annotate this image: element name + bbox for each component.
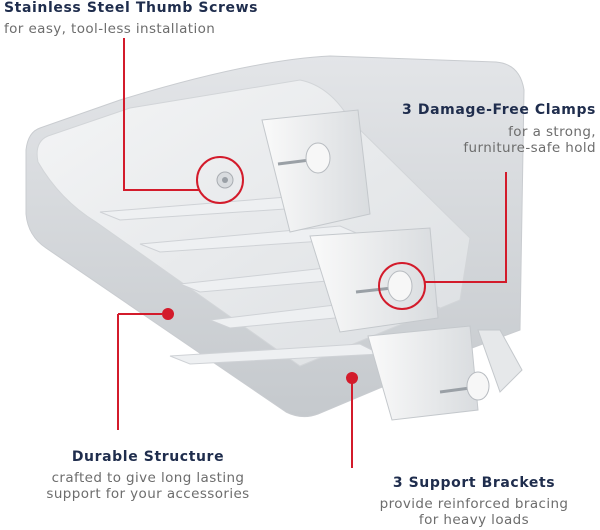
callout-title: 3 Support Brackets <box>392 475 556 491</box>
thumb-screw <box>216 171 234 189</box>
callout-structure: Durable Structure crafted to give long l… <box>18 449 278 503</box>
callout-title: Stainless Steel Thumb Screws <box>4 0 259 16</box>
callout-description-line1: crafted to give long lasting <box>51 469 245 486</box>
callout-thumb-screws: Stainless Steel Thumb Screws for easy, t… <box>4 0 304 37</box>
callout-description-line2: support for your accessories <box>46 486 250 503</box>
callout-lines <box>117 38 507 468</box>
callout-description: for easy, tool-less installation <box>4 20 216 37</box>
callout-brackets: 3 Support Brackets provide reinforced br… <box>356 475 592 529</box>
callout-description-line1: provide reinforced bracing <box>379 495 569 512</box>
clamp-screws <box>277 142 490 401</box>
callout-description-line1: for a strong, <box>508 123 596 140</box>
callout-markers <box>118 156 426 384</box>
callout-title: Durable Structure <box>71 449 225 465</box>
callout-description-line2: for heavy loads <box>418 512 530 529</box>
callout-description-line2: furniture-safe hold <box>463 140 596 157</box>
callout-clamps: 3 Damage-Free Clamps for a strong, furni… <box>360 102 596 157</box>
callout-title: 3 Damage-Free Clamps <box>402 102 596 118</box>
